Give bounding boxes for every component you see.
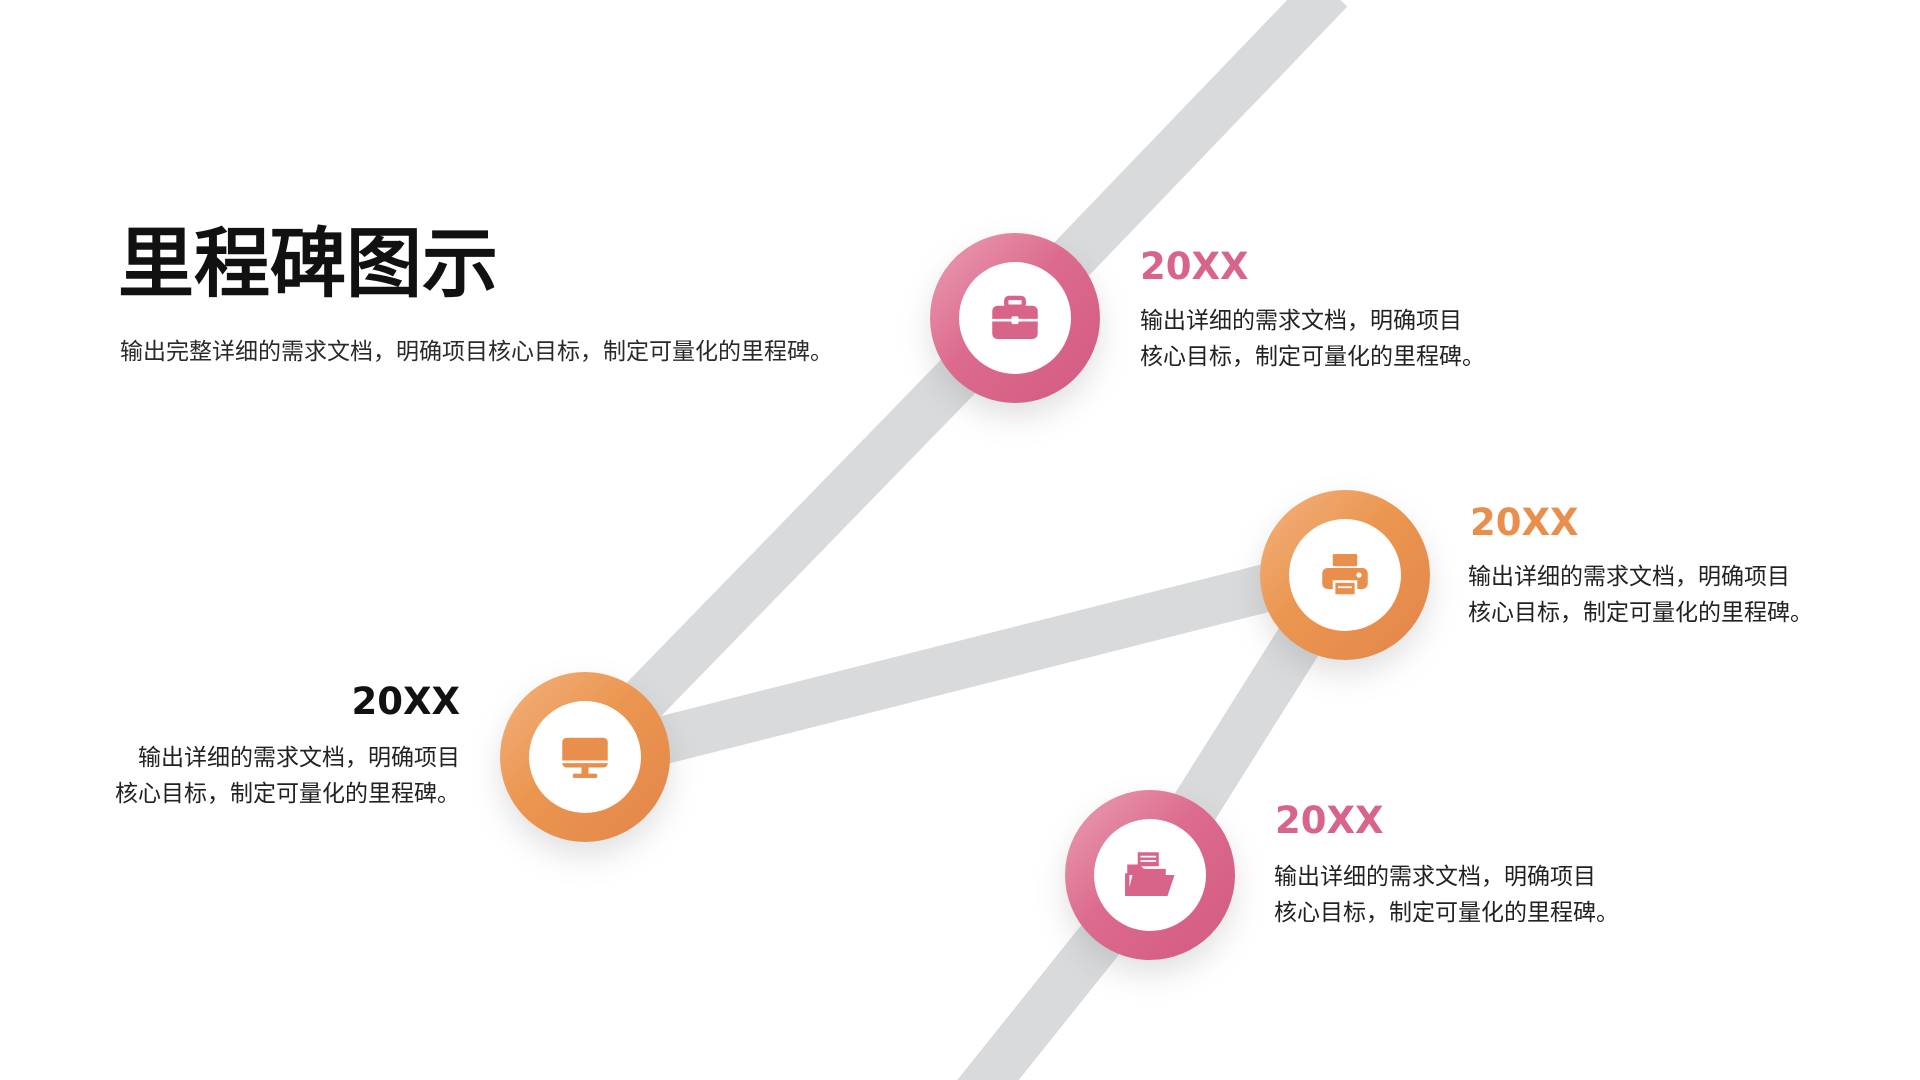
milestone-1-line1: 输出详细的需求文档，明确项目 — [1140, 308, 1462, 334]
page-subtitle: 输出完整详细的需求文档，明确项目核心目标，制定可量化的里程碑。 — [120, 339, 833, 365]
milestone-node-4-inner — [1094, 819, 1206, 931]
milestone-node-1 — [930, 233, 1100, 403]
milestone-node-4 — [1065, 790, 1235, 960]
track-segment-upper — [567, 301, 1033, 777]
page-title: 里程碑图示 — [118, 219, 498, 308]
milestone-3-line2: 核心目标，制定可量化的里程碑。 — [115, 781, 460, 807]
printer-icon — [1322, 554, 1368, 596]
milestone-1-year: 20XX — [1140, 245, 1249, 288]
track-segment-middle — [579, 544, 1351, 784]
milestone-2-year: 20XX — [1470, 501, 1579, 544]
milestone-1-description: 输出详细的需求文档，明确项目 核心目标，制定可量化的里程碑。 — [1140, 303, 1485, 375]
milestone-1-line2: 核心目标，制定可量化的里程碑。 — [1140, 344, 1485, 370]
monitor-icon — [562, 737, 608, 778]
milestone-node-2 — [1260, 490, 1430, 660]
milestone-4-description: 输出详细的需求文档，明确项目 核心目标，制定可量化的里程碑。 — [1274, 859, 1619, 931]
milestone-node-2-inner — [1289, 519, 1401, 631]
milestone-2-line2: 核心目标，制定可量化的里程碑。 — [1468, 600, 1813, 626]
milestone-node-3 — [500, 672, 670, 842]
milestone-2-description: 输出详细的需求文档，明确项目 核心目标，制定可量化的里程碑。 — [1468, 559, 1813, 631]
milestone-2-line1: 输出详细的需求文档，明确项目 — [1468, 564, 1790, 590]
folder-icon — [1125, 852, 1175, 896]
briefcase-icon — [992, 295, 1038, 339]
milestone-3-description: 输出详细的需求文档，明确项目 核心目标，制定可量化的里程碑。 — [115, 740, 460, 812]
milestone-node-3-inner — [529, 701, 641, 813]
milestone-3-year: 20XX — [351, 680, 460, 723]
milestone-4-line1: 输出详细的需求文档，明确项目 — [1274, 864, 1596, 890]
milestone-4-line2: 核心目标，制定可量化的里程碑。 — [1274, 900, 1619, 926]
milestone-3-line1: 输出详细的需求文档，明确项目 — [138, 745, 460, 771]
milestone-4-year: 20XX — [1275, 799, 1384, 842]
milestone-node-1-inner — [959, 262, 1071, 374]
